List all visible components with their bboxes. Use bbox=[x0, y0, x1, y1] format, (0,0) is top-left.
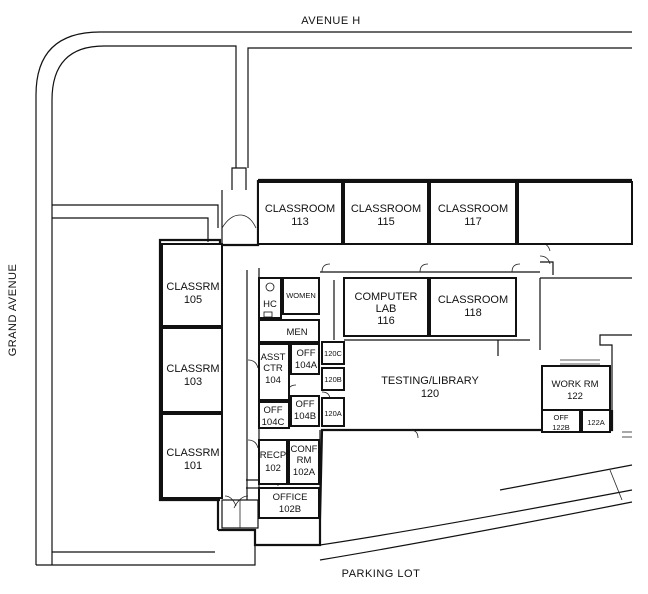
room-number: 122B bbox=[552, 423, 570, 432]
room-office-102b[interactable]: OFFICE 102B bbox=[258, 487, 320, 519]
room-classroom-118[interactable]: CLASSROOM 118 bbox=[429, 277, 517, 337]
room-number: 115 bbox=[377, 216, 395, 228]
room-classrm-105[interactable]: CLASSRM 105 bbox=[161, 243, 223, 327]
room-120c[interactable]: 120C bbox=[321, 341, 345, 365]
room-number: 122 bbox=[567, 391, 583, 402]
site-outline bbox=[35, 31, 633, 566]
room-hc[interactable]: HC bbox=[258, 277, 282, 319]
room-number: 120A bbox=[324, 409, 342, 418]
room-name: HC bbox=[263, 299, 277, 310]
room-name-2: LAB bbox=[376, 303, 397, 315]
room-120b[interactable]: 120B bbox=[321, 367, 345, 391]
room-name: COMPUTER bbox=[355, 291, 418, 303]
room-women[interactable]: WOMEN bbox=[282, 277, 320, 315]
room-name: ASST bbox=[261, 352, 286, 363]
room-number: 118 bbox=[464, 307, 482, 319]
room-120a[interactable]: 120A bbox=[321, 397, 345, 427]
room-name: OFF bbox=[297, 348, 316, 359]
room-classrm-101[interactable]: CLASSRM 101 bbox=[161, 413, 223, 499]
room-name: OFF bbox=[296, 399, 315, 410]
fixture-icon bbox=[263, 311, 273, 318]
room-number: 120B bbox=[324, 375, 342, 384]
room-conf-rm-102a[interactable]: CONF RM 102A bbox=[288, 439, 320, 485]
room-number: 102A bbox=[293, 467, 316, 478]
room-name: TESTING/LIBRARY bbox=[381, 375, 479, 387]
room-off-122b[interactable]: OFF 122B bbox=[541, 409, 581, 433]
room-name: WOMEN bbox=[286, 291, 316, 300]
room-classroom-115[interactable]: CLASSROOM 115 bbox=[343, 181, 429, 245]
room-number: 105 bbox=[184, 294, 202, 306]
room-off-104b[interactable]: OFF 104B bbox=[290, 395, 320, 427]
room-name-2: RM bbox=[297, 455, 312, 466]
room-name: CLASSROOM bbox=[438, 203, 508, 215]
room-name: OFF bbox=[264, 405, 283, 416]
room-men[interactable]: MEN bbox=[258, 319, 320, 343]
room-name: CLASSRM bbox=[166, 363, 219, 375]
room-122a[interactable]: 122A bbox=[581, 409, 611, 433]
room-name: RECP bbox=[260, 450, 286, 461]
room-number: 113 bbox=[291, 216, 309, 228]
room-number: 101 bbox=[184, 460, 202, 472]
room-number: 116 bbox=[377, 315, 395, 327]
accessibility-icon bbox=[265, 282, 275, 292]
room-name: MEN bbox=[286, 327, 307, 338]
street-south-label: PARKING LOT bbox=[342, 568, 421, 580]
room-unlabeled-ne bbox=[517, 181, 633, 245]
room-number: 102B bbox=[279, 504, 301, 515]
room-testing-library-120[interactable]: TESTING/LIBRARY 120 bbox=[381, 375, 479, 400]
room-name: CLASSROOM bbox=[265, 203, 335, 215]
room-name: CLASSRM bbox=[166, 281, 219, 293]
room-classrm-103[interactable]: CLASSRM 103 bbox=[161, 327, 223, 413]
room-name: CONF bbox=[291, 444, 318, 455]
room-computer-lab-116[interactable]: COMPUTER LAB 116 bbox=[343, 277, 429, 337]
room-number: 122A bbox=[587, 418, 605, 427]
room-recp-102[interactable]: RECP 102 bbox=[258, 439, 288, 485]
room-number: 117 bbox=[464, 216, 482, 228]
room-name: CLASSRM bbox=[166, 447, 219, 459]
room-work-rm-122[interactable]: WORK RM 122 bbox=[541, 365, 611, 411]
room-number: 104A bbox=[295, 360, 318, 371]
room-name: OFF bbox=[554, 413, 569, 422]
room-off-104a[interactable]: OFF 104A bbox=[290, 343, 320, 375]
room-name: CLASSROOM bbox=[351, 203, 421, 215]
room-number: 104 bbox=[265, 375, 281, 386]
room-name: CLASSROOM bbox=[438, 294, 508, 306]
room-number: 120C bbox=[324, 349, 343, 358]
room-number: 104C bbox=[262, 417, 285, 428]
room-name: OFFICE bbox=[273, 492, 308, 503]
room-off-104c[interactable]: OFF 104C bbox=[258, 401, 290, 429]
room-name: WORK RM bbox=[552, 379, 599, 390]
entrance-vestibule bbox=[221, 499, 259, 529]
room-number: 102 bbox=[265, 463, 281, 474]
room-classroom-117[interactable]: CLASSROOM 117 bbox=[429, 181, 517, 245]
room-asst-ctr-104[interactable]: ASST CTR 104 bbox=[258, 343, 290, 401]
room-name-2: CTR bbox=[263, 363, 283, 374]
room-number: 104B bbox=[294, 411, 316, 422]
room-number: 120 bbox=[421, 388, 439, 400]
street-north-label: AVENUE H bbox=[301, 15, 360, 27]
room-number: 103 bbox=[184, 376, 202, 388]
street-west-label: GRAND AVENUE bbox=[7, 264, 19, 357]
room-classroom-113[interactable]: CLASSROOM 113 bbox=[257, 181, 343, 245]
